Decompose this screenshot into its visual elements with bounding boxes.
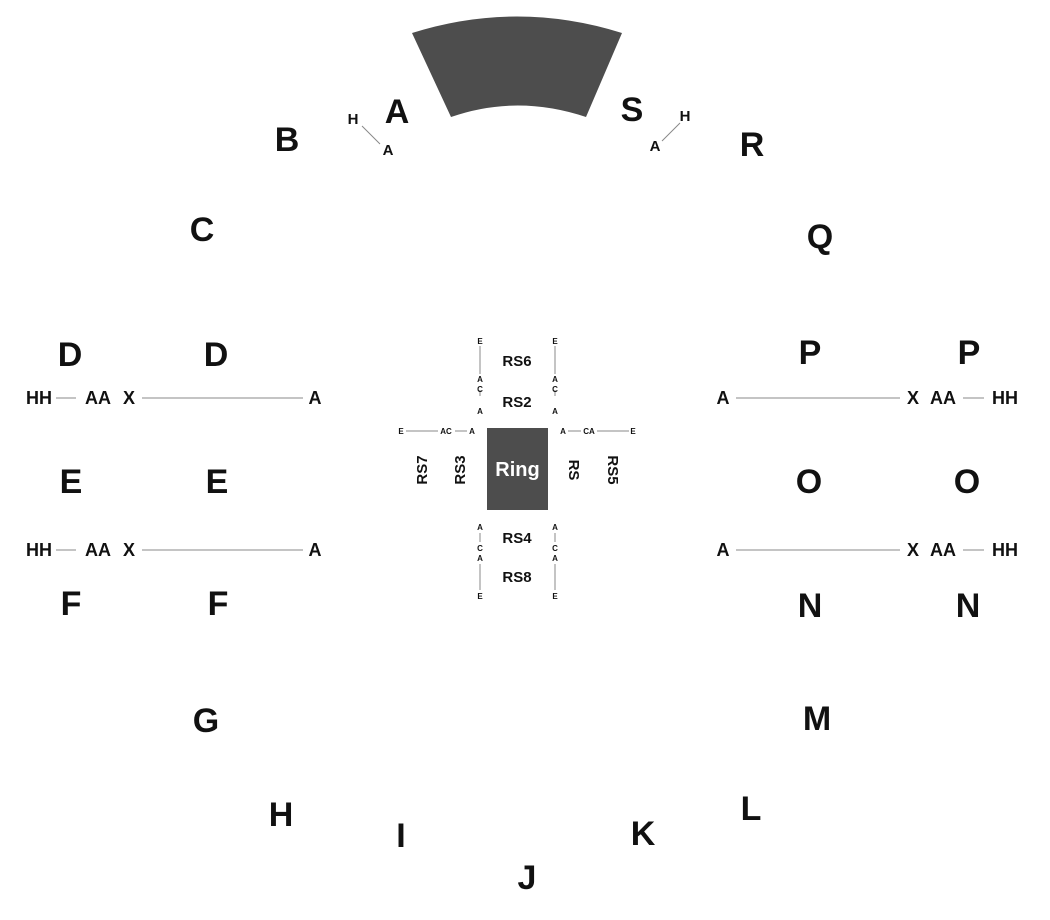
row-c-bottom-right: C [552,544,558,553]
section-i[interactable]: I [396,817,405,855]
row-a-top-right: A [650,138,661,155]
row-a-left: A [469,427,475,436]
row-x-right-lower: X [907,540,919,560]
section-p-inner[interactable]: P [799,334,822,372]
section-m[interactable]: M [803,700,831,738]
section-r[interactable]: R [740,126,765,164]
row-aa-left-upper: AA [85,388,111,408]
row-a-left-lower: A [309,540,322,560]
row-a-top-right-upper: A [552,375,558,384]
row-aa-right-upper: AA [930,388,956,408]
row-a-right-upper: A [717,388,730,408]
stage-block[interactable] [412,16,622,118]
row-a-bottom-right-lower: A [552,554,558,563]
row-ca-right: CA [583,427,595,436]
section-g[interactable]: G [193,702,219,740]
row-e-bottom-left: E [477,592,483,601]
section-a[interactable]: A [385,93,410,131]
section-n-outer[interactable]: N [956,587,981,625]
section-c[interactable]: C [190,211,215,249]
row-a-top-left: A [383,142,394,159]
row-aa-right-lower: AA [930,540,956,560]
ringside-rs3[interactable]: RS3 [452,455,469,484]
section-s[interactable]: S [621,91,644,129]
ringside-rs6[interactable]: RS6 [502,353,531,370]
connector-h-a-left [361,125,381,145]
row-a-bottom-left-lower: A [477,554,483,563]
ringside-rs4[interactable]: RS4 [502,530,532,547]
row-x-right-upper: X [907,388,919,408]
row-hh-left-lower: HH [26,540,52,560]
ringside-rs2[interactable]: RS2 [502,394,531,411]
connector-a-h-right [661,122,681,142]
ringside-rs5[interactable]: RS5 [604,455,621,484]
row-a-left-upper: A [309,388,322,408]
ringside-rs7[interactable]: RS7 [414,455,431,484]
ringside-rs[interactable]: RS [565,460,582,481]
row-e-top-left: E [477,337,483,346]
row-a-top-left-upper: A [477,375,483,384]
section-l[interactable]: L [741,790,762,828]
section-d-outer[interactable]: D [58,336,83,374]
row-aa-left-lower: AA [85,540,111,560]
section-o-outer[interactable]: O [954,463,980,501]
section-e-inner[interactable]: E [206,463,229,501]
row-h-top-left: H [348,111,359,128]
ring-block[interactable] [487,428,548,510]
row-a-right: A [560,427,566,436]
row-a-bottom-right-upper: A [552,523,558,532]
section-n-inner[interactable]: N [798,587,823,625]
row-hh-right-upper: HH [992,388,1018,408]
section-j[interactable]: J [518,859,537,897]
row-c-bottom-left: C [477,544,483,553]
row-e-right: E [630,427,636,436]
row-e-top-right: E [552,337,558,346]
section-f-inner[interactable]: F [208,585,229,623]
row-ac-left: AC [440,427,452,436]
row-h-top-right: H [680,108,691,125]
section-o-inner[interactable]: O [796,463,822,501]
section-h[interactable]: H [269,796,294,834]
ring-label: Ring [495,459,539,481]
row-x-left-upper: X [123,388,135,408]
section-e-outer[interactable]: E [60,463,83,501]
section-d-inner[interactable]: D [204,336,229,374]
row-c-top-left: C [477,385,483,394]
section-b[interactable]: B [275,121,300,159]
row-hh-left-upper: HH [26,388,52,408]
row-a-top-right-lower: A [552,407,558,416]
section-q[interactable]: Q [807,218,833,256]
row-e-left: E [398,427,404,436]
section-k[interactable]: K [631,815,656,853]
section-f-outer[interactable]: F [61,585,82,623]
row-c-top-right: C [552,385,558,394]
row-hh-right-lower: HH [992,540,1018,560]
row-x-left-lower: X [123,540,135,560]
section-p-outer[interactable]: P [958,334,981,372]
row-a-right-lower: A [717,540,730,560]
row-e-bottom-right: E [552,592,558,601]
row-a-bottom-left-upper: A [477,523,483,532]
ringside-rs8[interactable]: RS8 [502,569,531,586]
row-a-top-left-lower: A [477,407,483,416]
